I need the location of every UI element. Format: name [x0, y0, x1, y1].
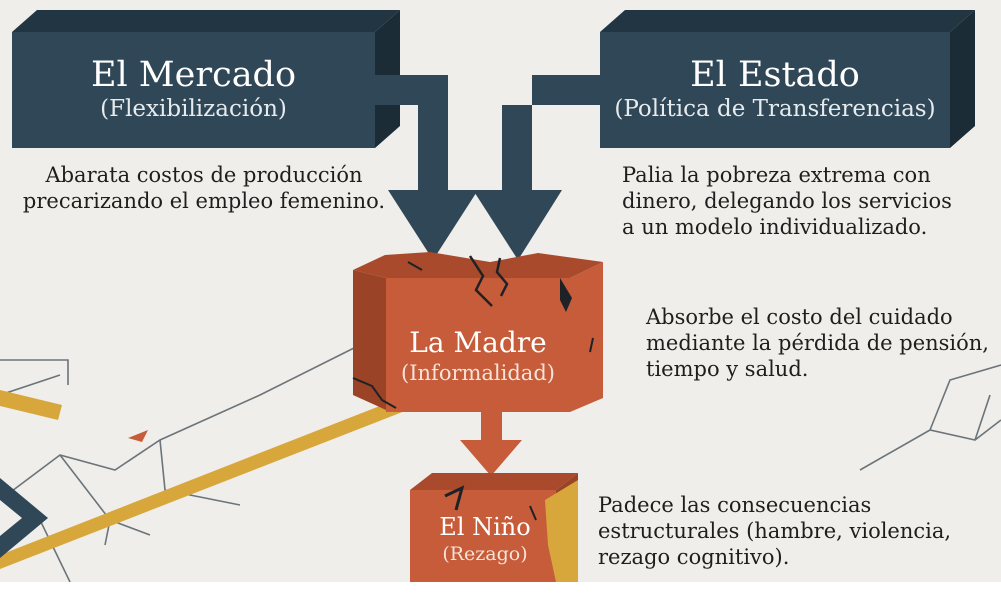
estado-description: Palia la pobreza extrema con dinero, del… [622, 162, 982, 240]
estado-description-line: a un modelo individualizado. [622, 215, 928, 239]
navy-fragment-cutout [0, 500, 22, 536]
nino-subtitle: (Rezago) [442, 543, 528, 565]
mercado-label: El Mercado (Flexibilización) [12, 55, 375, 123]
madre-subtitle: (Informalidad) [401, 361, 555, 385]
madre-description-line: Absorbe el costo del cuidado [646, 305, 953, 329]
mercado-description-line: Abarata costos de producción [45, 163, 363, 187]
diagram-canvas: El Mercado (Flexibilización) El Estado (… [0, 0, 1001, 582]
gold-band-lower [0, 398, 405, 569]
small-red-fragment [128, 430, 148, 442]
mercado-box [12, 10, 400, 148]
estado-description-line: dinero, delegando los servicios [622, 189, 952, 213]
nino-description-line: Padece las consecuencias [598, 493, 872, 517]
gold-band-upper [0, 390, 62, 420]
navy-fragment-shape [0, 478, 48, 558]
madre-label: La Madre (Informalidad) [386, 326, 570, 386]
arrow-estado-to-madre [473, 75, 600, 260]
mercado-description-line: precarizando el empleo femenino. [22, 189, 386, 213]
estado-description-line: Palia la pobreza extrema con [622, 163, 931, 187]
estado-box [600, 10, 975, 148]
arrow-mercado-to-madre [375, 75, 478, 260]
madre-description-line: tiempo y salud. [646, 357, 809, 381]
nino-label: El Niño (Rezago) [420, 512, 550, 566]
estado-label: El Estado (Política de Transferencias) [600, 55, 950, 123]
nino-description-line: rezago cognitivo). [598, 545, 790, 569]
mercado-title: El Mercado [90, 55, 297, 95]
madre-title: La Madre [409, 326, 547, 359]
mercado-description: Abarata costos de producción precarizand… [14, 162, 394, 214]
nino-description-line: estructurales (hambre, violencia, [598, 519, 952, 543]
nino-description: Padece las consecuencias estructurales (… [598, 492, 988, 570]
madre-description: Absorbe el costo del cuidado mediante la… [646, 304, 998, 382]
nino-box [410, 473, 578, 582]
estado-title: El Estado [690, 55, 860, 95]
arrow-madre-to-nino [460, 410, 522, 476]
nino-title: El Niño [439, 513, 531, 541]
estado-subtitle: (Política de Transferencias) [614, 96, 936, 122]
madre-description-line: mediante la pérdida de pensión, [646, 331, 989, 355]
madre-box [352, 252, 603, 412]
mercado-subtitle: (Flexibilización) [100, 96, 287, 122]
diagram-graphics [0, 10, 1001, 582]
